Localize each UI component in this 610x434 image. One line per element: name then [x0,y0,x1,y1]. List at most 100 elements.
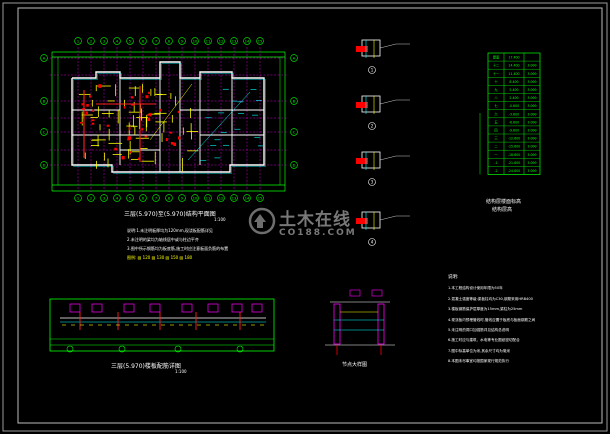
axis-bubble [290,54,298,62]
axis-bubble [243,37,251,45]
axis-bubble [204,194,212,202]
axis-bubble [139,194,147,202]
axis-bubble-label: 14 [245,197,250,201]
notes-right-line: 2.混凝土强度等级:梁板柱均为C30,钢筋采用HRB400 [448,296,533,301]
axis-bubble-label: 13 [232,40,237,44]
axis-bubble-label: C [43,130,46,134]
axis-bubble-label: 8 [168,197,171,201]
axis-bubble-label: 1 [77,197,79,201]
axis-bubble [204,37,212,45]
notes-left-line: 2.未注明的梁均为轴线居中或与柱边平齐 [127,237,199,242]
table-cell: 十一 [493,71,500,76]
table-cell: 8.400 [509,80,518,84]
table-cell: 3.000 [527,120,536,124]
axis-bubble-label: 15 [258,197,263,201]
elevation-scale: 1:100 [175,369,187,374]
watermark-logo [248,207,276,235]
table-cell: -1 [494,161,497,165]
axis-bubble [126,194,134,202]
axis-bubble [191,37,199,45]
elev-bubble [174,345,182,353]
table-cell: 3.000 [527,161,536,165]
axis-bubble [230,194,238,202]
elev-bubble [236,345,244,353]
elev-column [231,303,243,313]
axis-bubble [152,194,160,202]
axis-bubble [256,37,264,45]
axis-bubble-label: 14 [245,40,250,44]
table-cell: 3.000 [527,145,536,149]
table-cell: 11.400 [508,72,519,76]
table-cell: 十 [494,79,498,84]
column-mark [159,108,162,112]
table-cell: 五 [494,120,498,124]
column-mark [165,138,168,142]
axis-bubble [87,37,95,45]
axis-bubble [87,194,95,202]
axis-bubble-label: 9 [181,40,184,44]
detail-leader [379,43,397,49]
column-mark [138,157,140,160]
elevation-scale-text: 1:100 [175,369,187,374]
beam-elevation [49,298,275,353]
axis-bubble-label: 12 [219,40,224,44]
plan-scale: 1:100 [214,217,226,222]
watermark-url: CO188.COM [279,228,357,238]
table-cell: 十二 [493,63,499,68]
axis-bubble-label: 9 [181,197,184,201]
table-cell: 三 [494,137,497,141]
axis-bubble-label: 2 [90,197,92,201]
axis-bubble [230,37,238,45]
column-mark [127,138,131,141]
elev-column [91,303,103,313]
detail-beam [356,218,368,224]
table-cell: -2 [494,169,497,173]
table-cell: -21.600 [508,161,520,165]
plan-title-text: 三层(5.970)至(5.970)结构平面图 [124,211,216,218]
axis-bubble-label: 4 [116,197,119,201]
section-title-text: 节点大样图 [342,362,368,368]
axis-bubble-label: D [43,163,46,167]
column-mark [147,113,149,116]
column-mark [177,136,181,140]
detail-leader [379,155,397,161]
table-cell: 3.000 [527,153,536,157]
column-mark [127,136,132,140]
detail-bubble [368,178,376,186]
table-cell: 3.000 [527,112,536,116]
axis-bubble-label: A [293,56,296,60]
column-mark [81,103,84,106]
notes-left: 说明:1.未注明板厚均为120mm,现浇板配筋详见 2.未注明的梁均为轴线居中或… [127,226,228,262]
axis-bubble [74,194,82,202]
axis-bubble-label: 3 [103,197,105,201]
leader-line [149,83,193,141]
column-mark [148,91,150,94]
axis-bubble-label: 10 [193,40,198,44]
column-mark [144,135,148,138]
table-cell: 六 [494,111,498,116]
table-cell: 八 [494,96,498,100]
column-mark [129,151,132,154]
plan-title: 三层(5.970)至(5.970)结构平面图 [124,209,216,218]
table-cell: -9.600 [509,129,519,133]
axis-bubble [243,194,251,202]
axis-bubble [113,37,121,45]
table-cell: 3.000 [527,64,536,68]
axis-bubble-label: 12 [219,197,224,201]
table-cell: -3.600 [509,112,519,116]
column-mark [177,110,180,113]
axis-bubble-label: 11 [206,40,211,44]
axis-bubble-label: A [43,56,46,60]
detail-leader [379,99,397,105]
axis-bubble [290,128,298,136]
elev-column [181,303,193,313]
notes-right-line: 3.楼板钢筋保护层厚度为15mm,梁柱为25mm [448,307,523,312]
axis-bubble [152,37,160,45]
column-mark [173,142,177,147]
axis-bubble-label: 2 [90,40,92,44]
column-mark [91,122,95,125]
table-cell: -18.600 [508,153,520,157]
table-cell: 3.000 [527,104,536,108]
